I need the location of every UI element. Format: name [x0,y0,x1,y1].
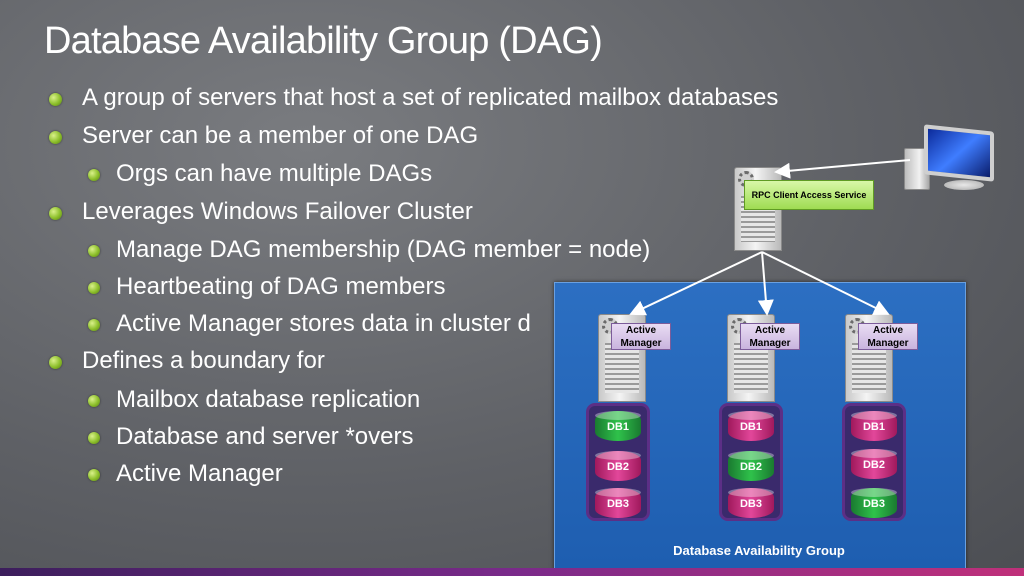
client-monitor-icon [904,124,996,198]
bottom-accent-bar [0,568,1024,576]
database-icon: DB1 [851,411,897,441]
database-icon: DB3 [595,488,641,518]
rpc-client-access-label: RPC Client Access Service [744,180,874,210]
arrow-rpc-to-server-3 [761,251,890,315]
sub-bullet-item: Mailbox database replication [88,386,420,414]
bullet-dot-icon [88,169,100,181]
arrow-rpc-to-server-2 [757,251,774,316]
bullet-dot-icon [49,356,62,369]
bullet-dot-icon [88,395,100,407]
database-icon: DB2 [728,451,774,481]
bullet-dot-icon [88,245,100,257]
sub-bullet-item: Orgs can have multiple DAGs [88,160,432,188]
sub-bullet-item: Active Manager stores data in cluster d [88,310,531,338]
db-group-3: DB1 DB2 DB3 [842,403,906,521]
bullet-dot-icon [49,93,62,106]
database-icon: DB2 [851,449,897,479]
sub-bullet-item: Manage DAG membership (DAG member = node… [88,236,650,264]
bullet-item: A group of servers that host a set of re… [49,84,778,112]
sub-bullet-item: Database and server *overs [88,423,414,451]
active-manager-label-1: Active Manager [611,323,671,350]
sub-bullet-item: Active Manager [88,460,283,488]
slide-title: Database Availability Group (DAG) [44,20,603,62]
bullet-item: Defines a boundary for [49,347,325,375]
active-manager-label-3: Active Manager [858,323,918,350]
bullet-dot-icon [88,319,100,331]
database-icon: DB1 [728,411,774,441]
database-icon: DB3 [728,488,774,518]
sub-bullet-item: Heartbeating of DAG members [88,273,445,301]
bullet-dot-icon [88,432,100,444]
arrow-rpc-to-server-1 [629,251,763,316]
database-icon: DB3 [851,488,897,518]
arrow-client-to-rpc [774,159,911,179]
bullet-item: Server can be a member of one DAG [49,122,478,150]
bullet-item: Leverages Windows Failover Cluster [49,198,473,226]
database-icon: DB2 [595,451,641,481]
bullet-dot-icon [88,469,100,481]
database-icon: DB1 [595,411,641,441]
db-group-1: DB1 DB2 DB3 [586,403,650,521]
bullet-dot-icon [49,207,62,220]
bullet-dot-icon [88,282,100,294]
bullet-dot-icon [49,131,62,144]
active-manager-label-2: Active Manager [740,323,800,350]
db-group-2: DB1 DB2 DB3 [719,403,783,521]
monitor-stand-icon [944,180,984,190]
dag-label: Database Availability Group [673,543,845,558]
